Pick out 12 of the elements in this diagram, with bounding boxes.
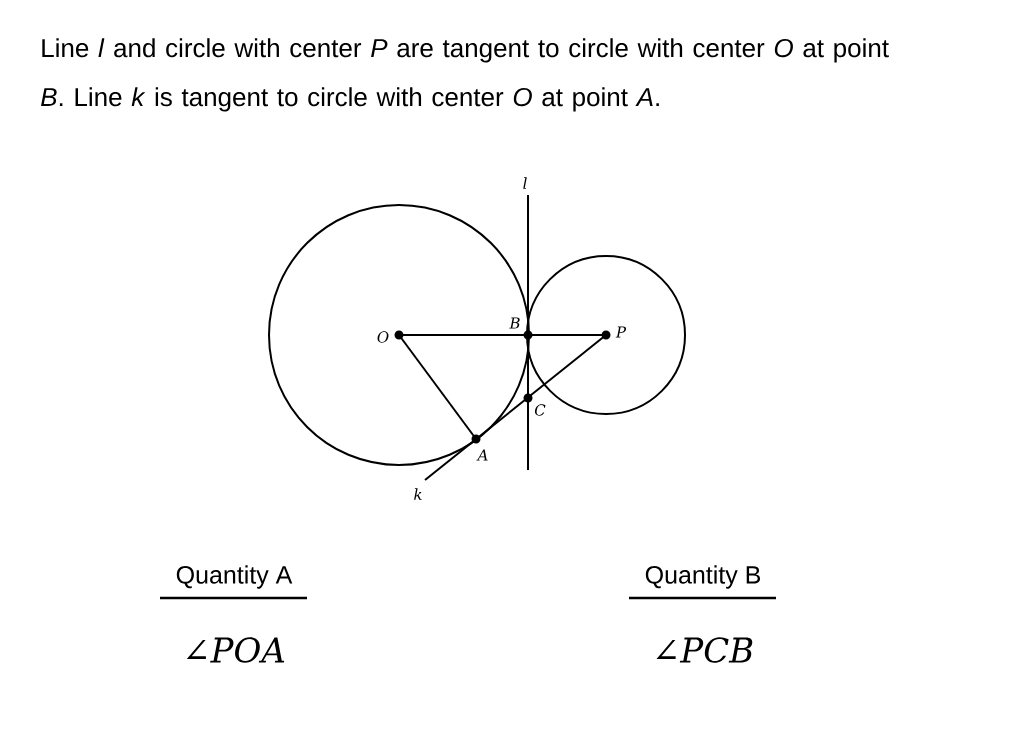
angle-expression: ∠POA	[186, 637, 285, 663]
column-heading: Quantity A	[176, 565, 293, 589]
point-label: k	[414, 488, 422, 500]
point-label: B	[509, 317, 520, 329]
column-heading: Quantity B	[645, 565, 761, 589]
point-label: O	[377, 331, 389, 343]
point-label: C	[534, 404, 546, 416]
angle-expression: ∠PCB	[656, 637, 753, 663]
problem-text: Line l and circle with center P are tangent to circle with center O at point B. Line k is tangent to circle with center O at point A.	[41, 38, 889, 112]
point-label: l	[523, 177, 527, 189]
point-label: P	[615, 326, 627, 338]
point-label: A	[476, 449, 488, 461]
